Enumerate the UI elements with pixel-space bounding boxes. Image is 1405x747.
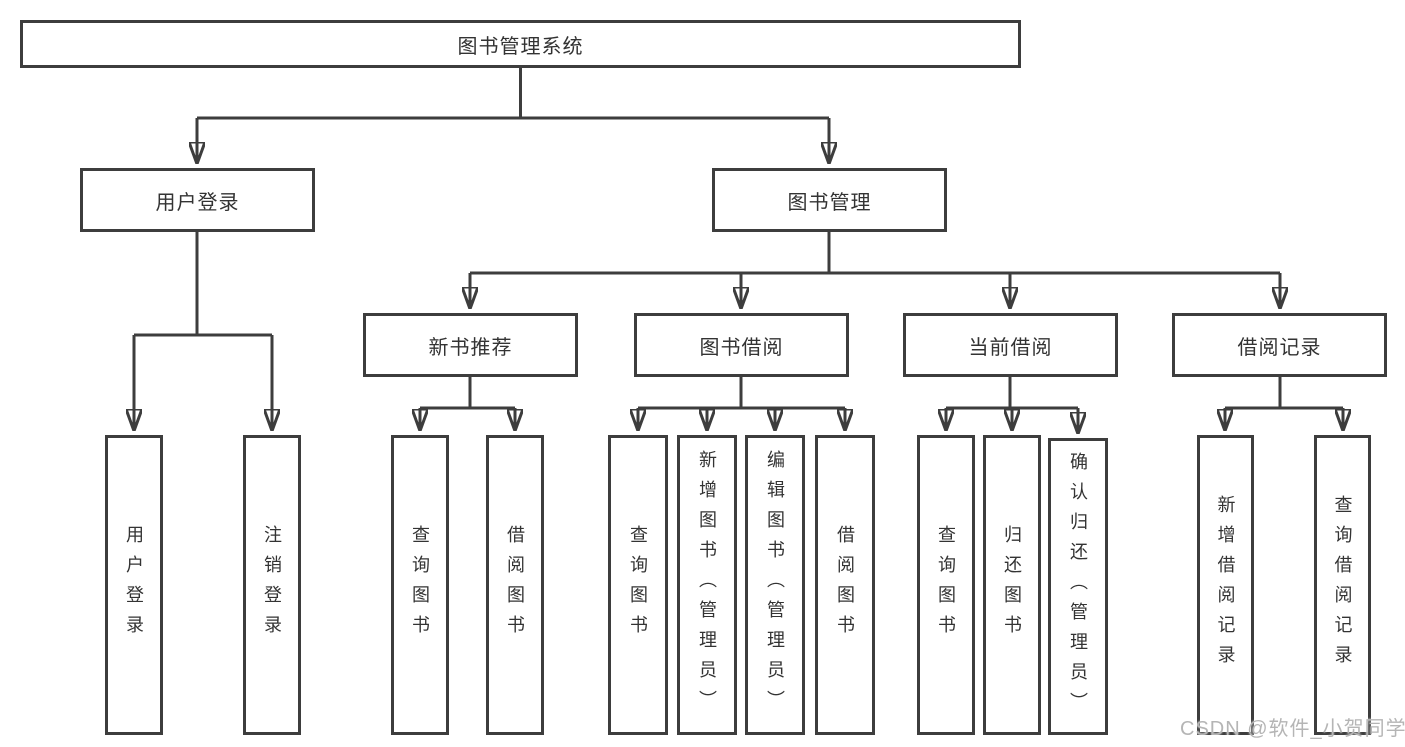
leaf-new-books-query: 查询图书 [391, 435, 449, 735]
branch-borrowing-records: 借阅记录 [1172, 313, 1387, 377]
leaf-borrowing-add: 新增图书（管理员） [677, 435, 737, 735]
watermark: CSDN @软件_小贺同学 [1180, 718, 1405, 740]
leaf-borrowing-borrow: 借阅图书 [815, 435, 875, 735]
leaf-user-login: 用户登录 [105, 435, 163, 735]
leaf-logout: 注销登录 [243, 435, 301, 735]
leaf-records-query: 查询借阅记录 [1314, 435, 1371, 735]
leaf-borrowing-edit: 编辑图书（管理员） [745, 435, 805, 735]
leaf-current-return: 归还图书 [983, 435, 1041, 735]
branch-book-borrowing: 图书借阅 [634, 313, 849, 377]
leaf-borrowing-query: 查询图书 [608, 435, 668, 735]
leaf-current-confirm-return: 确认归还（管理员） [1048, 438, 1108, 735]
branch-current-borrowing: 当前借阅 [903, 313, 1118, 377]
leaf-new-books-borrow: 借阅图书 [486, 435, 544, 735]
leaf-current-query: 查询图书 [917, 435, 975, 735]
branch-user-login: 用户登录 [80, 168, 315, 232]
root-node: 图书管理系统 [20, 20, 1021, 68]
leaf-records-add: 新增借阅记录 [1197, 435, 1254, 735]
branch-book-management: 图书管理 [712, 168, 947, 232]
branch-new-books: 新书推荐 [363, 313, 578, 377]
